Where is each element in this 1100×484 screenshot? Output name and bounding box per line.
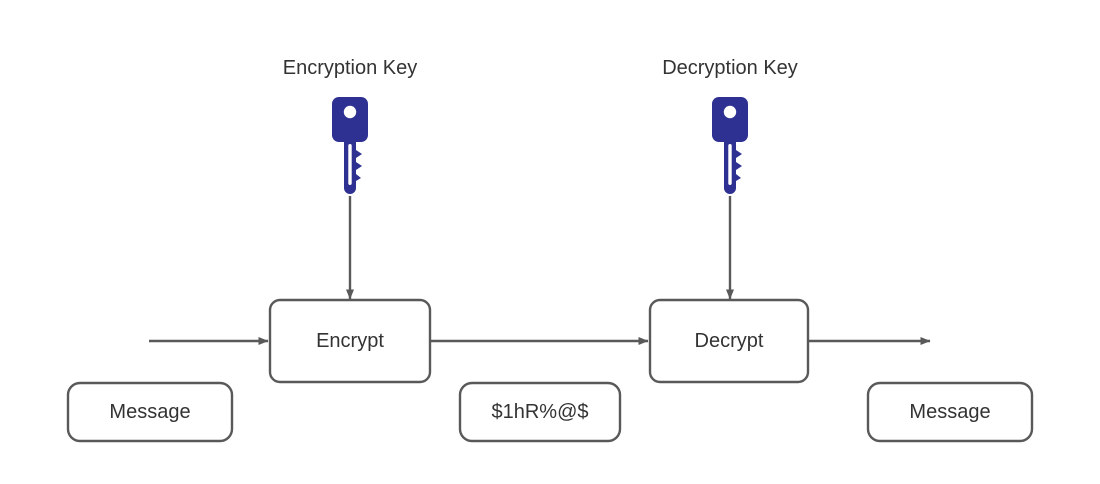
decryption-key-icon[interactable] (712, 97, 748, 194)
key-hole (343, 105, 357, 119)
plaintext-in-box[interactable] (66, 381, 234, 443)
key-shaft-and-teeth (344, 140, 362, 194)
ciphertext-box[interactable] (458, 381, 622, 443)
ciphertext-label: $1hR%@$ (491, 401, 589, 423)
encryption-key-caption: Encryption Key (282, 57, 418, 79)
plaintext-out-box[interactable] (866, 381, 1034, 443)
arrow-group (149, 196, 931, 345)
key-shaft-slot (348, 144, 352, 185)
encrypt-box-label: Encrypt (316, 330, 384, 352)
encryption-key-icon[interactable] (332, 97, 368, 194)
key-hole (723, 105, 737, 119)
key-shaft-slot (728, 144, 732, 185)
key-head (712, 97, 748, 142)
key-head (332, 97, 368, 142)
decryption-key-caption: Decryption Key (662, 57, 798, 79)
encrypt-box[interactable] (268, 298, 432, 384)
decrypt-box-label: Decrypt (694, 330, 764, 352)
decrypt-box[interactable] (648, 298, 810, 384)
plaintext-in-label: Message (109, 401, 191, 423)
key-shaft-and-teeth (724, 140, 742, 194)
plaintext-out-label: Message (909, 401, 991, 423)
